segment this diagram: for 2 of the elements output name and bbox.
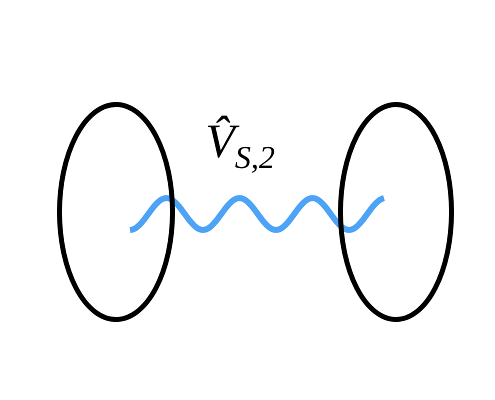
edge-label: V̂$_{S,2}$ xyxy=(206,118,275,174)
wavy-line xyxy=(127,195,387,233)
